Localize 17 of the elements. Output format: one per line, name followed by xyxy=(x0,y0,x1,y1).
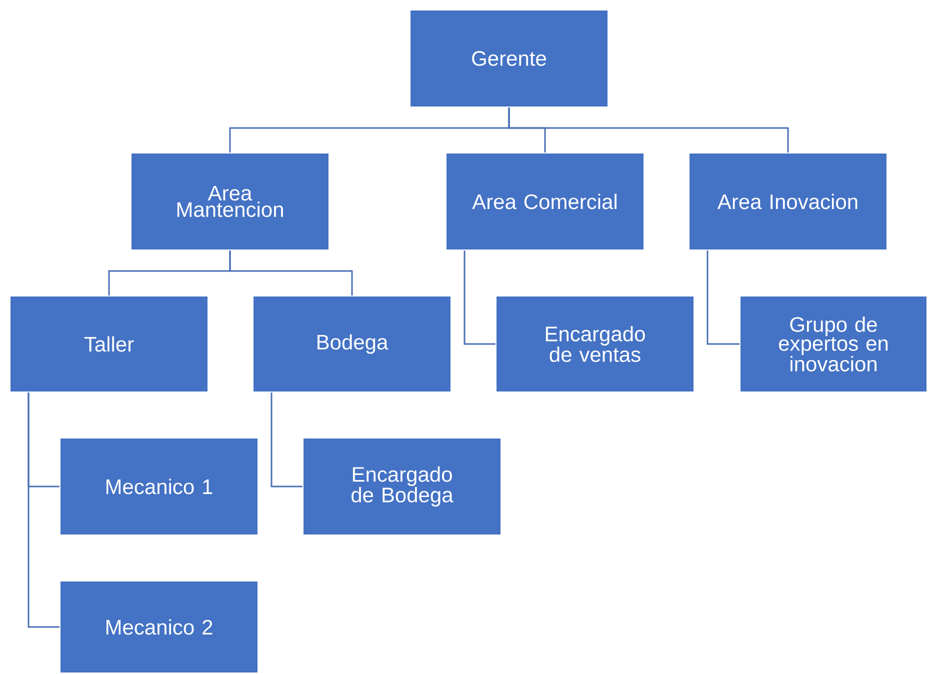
connector-line xyxy=(706,250,740,345)
connector-line xyxy=(270,392,302,488)
org-box: Encargado de ventas xyxy=(496,296,695,392)
org-box: Area Inovacion xyxy=(688,152,888,250)
org-box: Area Comercial xyxy=(446,152,644,250)
connector-line xyxy=(28,392,60,628)
org-box: Taller xyxy=(10,296,208,392)
connector-line xyxy=(508,108,789,152)
connector-line xyxy=(229,250,353,296)
org-box: Gerente xyxy=(410,10,608,108)
org-box: Encargado de Bodega xyxy=(302,438,502,536)
org-box: Bodega xyxy=(252,296,452,392)
org-box: Mecanico 1 xyxy=(60,438,258,536)
connector-line xyxy=(464,250,496,345)
org-box: Mecanico 2 xyxy=(60,580,258,674)
org-box: Area Mantencion xyxy=(130,152,330,250)
org-box: Grupo de expertos en inovacion xyxy=(740,296,928,392)
